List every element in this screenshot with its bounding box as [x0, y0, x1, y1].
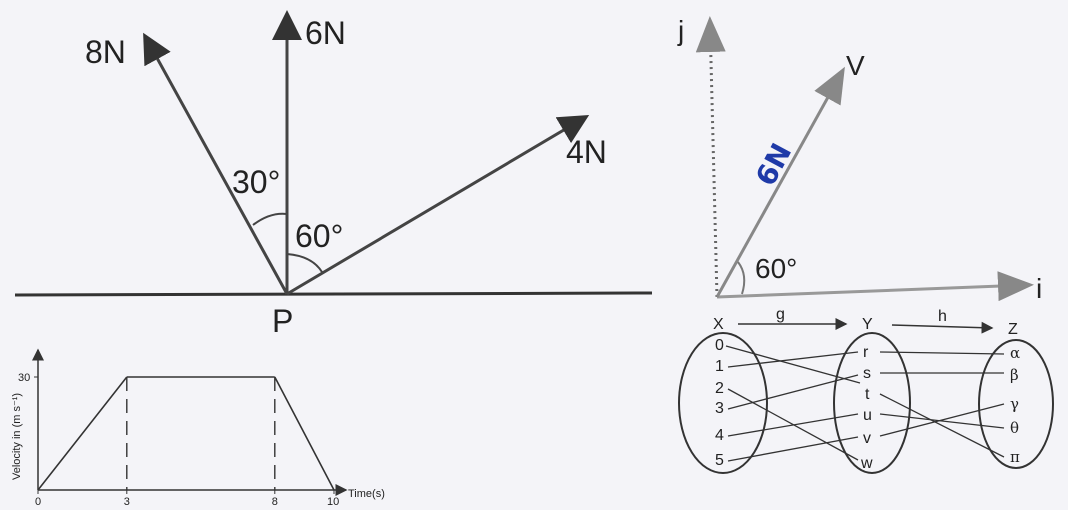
- vector-diagram: j i V 6N 60°: [677, 15, 1042, 304]
- set-y-element: t: [865, 386, 870, 403]
- mapping-line: [727, 374, 859, 410]
- g-label: g: [776, 306, 785, 323]
- force-6n-label: 6N: [305, 15, 346, 51]
- chart-y-axis-label: Velocity in (m s⁻¹): [11, 393, 23, 480]
- set-y-element: r: [863, 344, 869, 361]
- magnitude-6n-handwritten: 6N: [749, 138, 798, 191]
- h-arrow: [891, 321, 994, 334]
- set-z-element: π: [1010, 448, 1020, 466]
- chart-x-axis-label: Time(s): [348, 488, 385, 500]
- v-vector-arrow: [715, 66, 845, 298]
- ground-line: [14, 291, 653, 297]
- set-x-element: 0: [715, 337, 724, 354]
- force-8n-arrow: [143, 32, 289, 295]
- set-z-element: γ: [1010, 395, 1019, 413]
- mapping-line: [879, 351, 1005, 355]
- mapping-line: [727, 351, 859, 368]
- set-y-element: s: [863, 365, 871, 382]
- angle-60-label: 60°: [295, 218, 343, 254]
- j-axis-dotted: [695, 16, 726, 298]
- angle-30-label: 30°: [232, 164, 280, 200]
- set-y-element: w: [860, 455, 873, 472]
- mapping-line: [879, 413, 1005, 429]
- j-axis-label: j: [677, 15, 684, 46]
- set-y-element: v: [863, 430, 871, 447]
- mapping-line: [879, 393, 1005, 458]
- force-4n-arrow: [286, 114, 590, 296]
- set-y-ellipse: [833, 332, 911, 474]
- v-vector-label: V: [846, 50, 865, 81]
- set-x-element: 5: [715, 452, 724, 469]
- force-8n-label: 8N: [85, 34, 126, 70]
- x-tick-label: 8: [272, 496, 278, 508]
- mapping-line: [727, 436, 859, 462]
- x-tick-label: 3: [124, 496, 130, 508]
- set-z-label: Z: [1008, 321, 1018, 338]
- angle-arc-30: [252, 212, 288, 226]
- angle-v-label: 60°: [755, 253, 797, 284]
- h-label: h: [938, 308, 947, 325]
- set-x-label: X: [713, 316, 724, 333]
- set-x-element: 2: [715, 380, 724, 397]
- mapping-line: [727, 413, 859, 437]
- y-tick-label: 30: [18, 372, 30, 384]
- set-z-element: θ: [1010, 419, 1019, 437]
- set-z-element: α: [1010, 344, 1020, 362]
- mapping-line: [725, 345, 861, 384]
- set-y-label: Y: [862, 316, 873, 333]
- point-p-label: P: [272, 303, 293, 339]
- set-z-element: β: [1010, 366, 1019, 384]
- set-x-element: 4: [715, 427, 724, 444]
- angle-arc-60: [286, 253, 323, 273]
- set-x-ellipse: [678, 332, 768, 474]
- angle-arc-v: [737, 261, 746, 295]
- velocity-time-chart: 0 3 8 10 30 Time(s) Velocity in (m s⁻¹): [11, 348, 385, 508]
- velocity-line-segment: [274, 376, 335, 491]
- x-tick-label: 0: [35, 496, 41, 508]
- set-x-element: 3: [715, 400, 724, 417]
- force-diagram: 8N 6N 4N 30° 60° P: [14, 10, 653, 339]
- set-x-element: 1: [715, 358, 724, 375]
- mapping-diagram: X Y Z g h 0 1 2 3 4 5 r s t u v w α β γ …: [678, 306, 1054, 474]
- set-y-element: u: [863, 407, 872, 424]
- force-4n-label: 4N: [566, 134, 607, 170]
- i-axis-label: i: [1036, 273, 1042, 304]
- i-axis-arrow: [716, 271, 1034, 302]
- mapping-line: [879, 403, 1005, 437]
- velocity-line-segment: [37, 376, 128, 491]
- x-tick-label: 10: [327, 496, 339, 508]
- set-z-ellipse: [978, 339, 1054, 469]
